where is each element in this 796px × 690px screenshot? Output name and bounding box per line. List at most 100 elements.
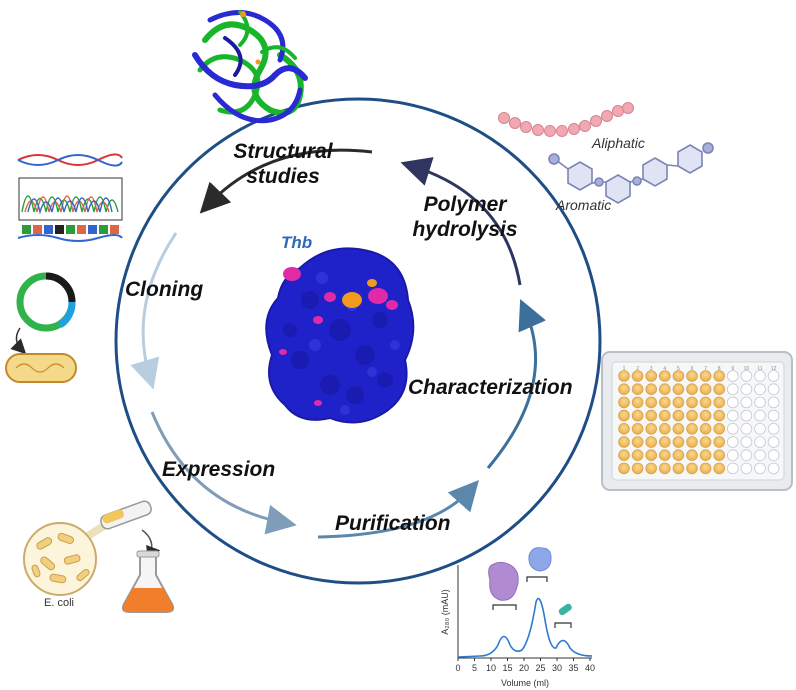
plate-well (618, 436, 630, 448)
plate-well (631, 383, 644, 396)
plate-well (699, 462, 712, 475)
plate-column-label: 10 (744, 366, 750, 372)
plate-well (618, 370, 630, 382)
chromatogram-tick-label: 35 (568, 663, 578, 673)
plate-well (767, 436, 780, 448)
plasmid-icon (10, 272, 76, 355)
plate-well (658, 396, 671, 409)
plate-well (713, 462, 725, 475)
chromatogram-tick-label: 25 (535, 663, 545, 673)
plate-column-label: 4 (663, 366, 666, 372)
crystal-structure-ribbon (192, 10, 308, 124)
plate-well (686, 436, 698, 448)
plate-well (645, 436, 657, 448)
aromatic-label: Aromatic (555, 197, 611, 213)
plate-well (631, 370, 644, 382)
bacterium-icon (5, 353, 77, 383)
plate-well (726, 462, 739, 475)
plate-well (658, 383, 671, 396)
chromatogram-tick-label: 20 (519, 663, 529, 673)
plate-well (672, 449, 685, 462)
plate-well (645, 462, 657, 475)
plate-well (740, 409, 753, 422)
chromatogram-tick-label: 30 (552, 663, 562, 673)
chromatogram-ylabel: A₂₈₀ (mAU) (440, 589, 450, 634)
chromatogram-xlabel: Volume (ml) (501, 678, 549, 688)
plate-well (740, 422, 753, 435)
plate-well (631, 409, 644, 422)
plate-well (699, 422, 712, 435)
plate-well (631, 436, 644, 448)
plate-well (699, 409, 712, 422)
plate-well (740, 449, 753, 462)
chromatogram-trace (457, 597, 593, 658)
plate-well (726, 422, 739, 435)
plate-well (726, 449, 739, 462)
plate-well (713, 449, 725, 462)
plate-column-label: 7 (704, 366, 707, 372)
chromatogram-tick-label: 5 (472, 663, 477, 673)
plate-well (631, 396, 644, 409)
plate-well (754, 422, 766, 435)
plate-well (754, 409, 766, 422)
plate-well (713, 383, 725, 396)
plate-column-label: 12 (771, 366, 777, 372)
plate-well (767, 409, 780, 422)
stage-polymer-line1: Polymer (424, 193, 509, 216)
plate-well (699, 396, 712, 409)
plate-well (618, 462, 630, 475)
plate-well (658, 422, 671, 435)
chromatogram-tick-label: 0 (455, 663, 460, 673)
thb-label: Thb (281, 233, 312, 252)
plate-well (658, 462, 671, 475)
plate-well (726, 409, 739, 422)
plate-well (767, 370, 780, 382)
plate-well (618, 383, 630, 396)
plate-well (740, 462, 753, 475)
aliphatic-polymer-chain (498, 102, 634, 137)
plate-well (672, 409, 685, 422)
ecoli-label: E. coli (44, 597, 74, 609)
plate-well (767, 462, 780, 475)
plate-column-label: 6 (691, 366, 694, 372)
plate-well (713, 422, 725, 435)
thb-protein-surface (265, 247, 415, 424)
plate-well (618, 422, 630, 435)
plate-well (686, 396, 698, 409)
plate-well (618, 409, 630, 422)
plate-well (686, 462, 698, 475)
plate-well (713, 370, 725, 382)
stage-polymer-line2: hydrolysis (412, 218, 517, 241)
aliphatic-label: Aliphatic (591, 135, 645, 151)
cycle-circle (114, 97, 602, 585)
plate-column-label: 1 (623, 366, 626, 372)
arrow-characterization-to-polymer (486, 299, 546, 469)
plate-well (713, 396, 725, 409)
stage-expression: Expression (162, 458, 275, 481)
chromatogram-tick-label: 15 (502, 663, 512, 673)
plate-well (767, 383, 780, 396)
plate-well (645, 383, 657, 396)
plate-well (631, 422, 644, 435)
plate-well (726, 383, 739, 396)
plate-well (658, 409, 671, 422)
plate-well (754, 462, 766, 475)
plate-column-label: 2 (636, 366, 639, 372)
chromatogram-tick-label: 40 (585, 663, 595, 673)
plate-well (672, 383, 685, 396)
plate-well (658, 370, 671, 382)
plate-well (631, 449, 644, 462)
plate-well (686, 422, 698, 435)
plate-well (686, 370, 698, 382)
plate-well (754, 449, 766, 462)
plate-well (713, 436, 725, 448)
plate-well (658, 449, 671, 462)
arrow-structural-to-cloning (199, 148, 373, 214)
plate-well (767, 396, 780, 409)
plate-well (699, 383, 712, 396)
arrow-cloning-to-expression (130, 232, 178, 390)
plate-well (754, 436, 766, 448)
